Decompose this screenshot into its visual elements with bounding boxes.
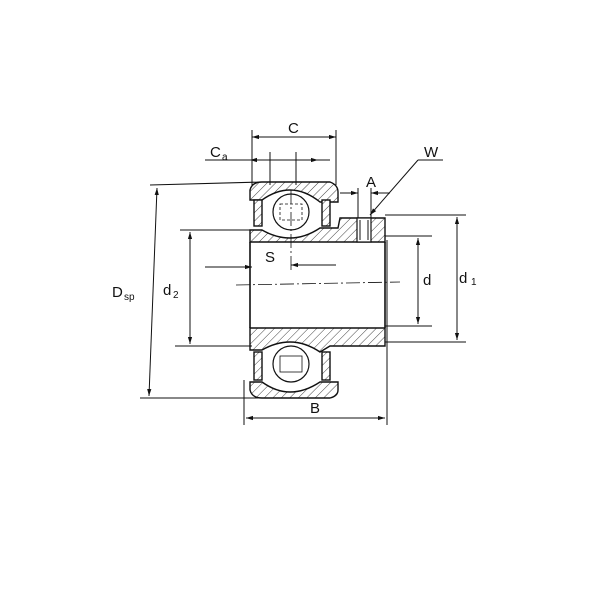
seal-right-upper: [321, 199, 331, 227]
lower-section: [249, 327, 386, 399]
upper-section: [249, 181, 386, 243]
extension-lines: [140, 130, 466, 425]
inner-ring-lower: [249, 327, 386, 353]
ball-lower: [272, 345, 310, 383]
set-screw: [356, 217, 372, 243]
label-d2: d: [163, 282, 171, 299]
seal-left-lower: [253, 351, 263, 381]
label-B: B: [310, 400, 320, 417]
seal-right-lower: [321, 351, 331, 381]
inner-ring-upper: [249, 217, 386, 243]
label-d: d: [423, 272, 431, 289]
centerline: [235, 281, 401, 286]
label-Ca-sub: a: [222, 152, 228, 163]
label-Dsp-sub: sp: [124, 292, 135, 303]
label-W: W: [424, 144, 439, 161]
label-Ca: C: [210, 144, 221, 161]
label-Dsp: D: [112, 284, 123, 301]
label-S: S: [265, 249, 275, 266]
label-d1: d: [459, 270, 467, 287]
label-d2-sub: 2: [173, 290, 179, 301]
label-C: C: [288, 120, 299, 137]
outer-ring-lower: [249, 381, 339, 399]
dimension-lines: [147, 134, 460, 421]
label-A: A: [366, 174, 376, 191]
label-d1-sub: 1: [471, 277, 477, 288]
seal-left-upper: [253, 199, 263, 227]
